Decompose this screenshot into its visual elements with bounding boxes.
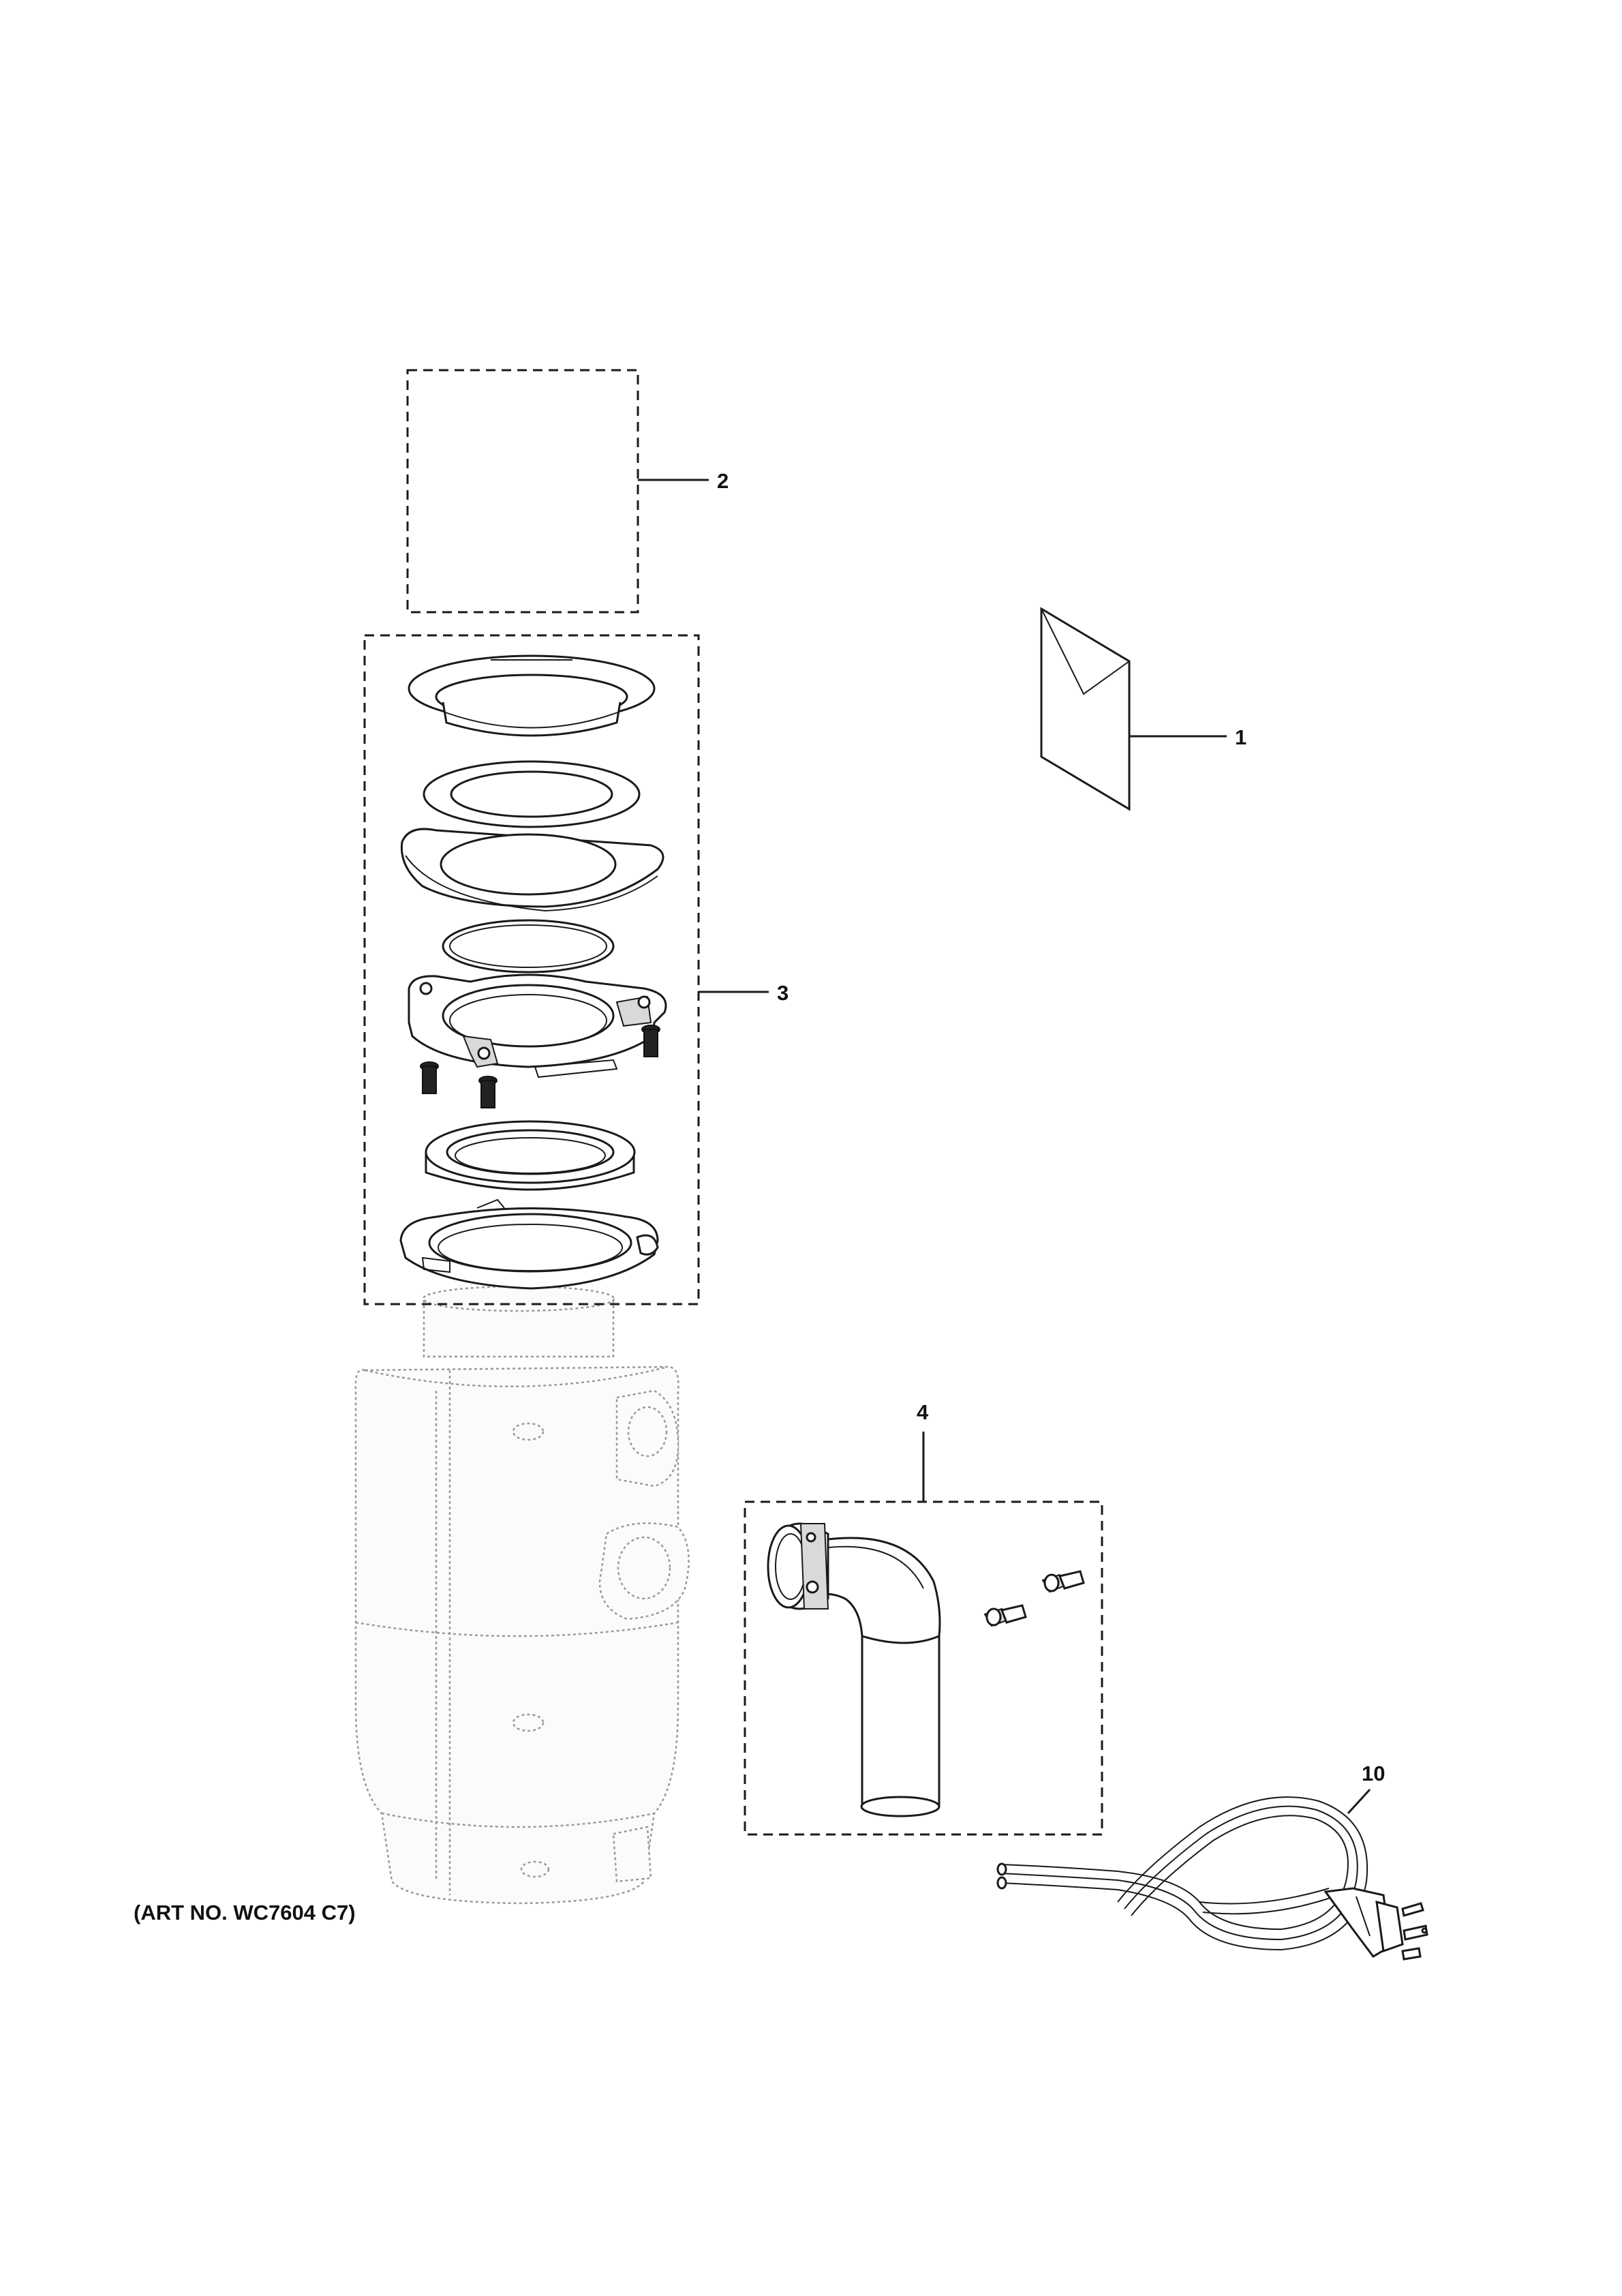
item-2-callout: 2: [717, 469, 729, 493]
item-2-group: 2: [406, 369, 729, 614]
elbow-bolt-upper: [1041, 1570, 1085, 1593]
mounting-screws-icon: [420, 1025, 660, 1108]
item-10-callout: 10: [1362, 1762, 1385, 1785]
item-1-group: 1: [1040, 607, 1246, 811]
elbow-bolts-icon: [983, 1570, 1085, 1627]
item-4-callout: 4: [917, 1400, 929, 1424]
item-3-group: 3: [363, 634, 789, 1305]
cushion-mount-icon: [425, 1120, 636, 1191]
lower-mounting-ring-icon: [399, 1198, 659, 1290]
item-10-leader: [1347, 1788, 1371, 1815]
sink-flange-icon: [408, 654, 656, 737]
snap-ring-icon: [442, 919, 615, 973]
fiber-gasket-icon: [423, 760, 641, 828]
mounting-screw-left: [420, 1061, 439, 1094]
backup-ring-icon: [400, 828, 664, 912]
discharge-elbow-icon: [767, 1522, 941, 1817]
mounting-screw-right: [641, 1025, 660, 1057]
item-10-group: 10: [996, 1762, 1428, 1961]
disposer-body-ghost: [354, 1285, 690, 1905]
item-1-callout: 1: [1235, 725, 1246, 749]
item-3-box: [363, 634, 700, 1305]
item-2-box: [406, 369, 639, 614]
instruction-booklet-icon: [1040, 607, 1131, 811]
mounting-screw-center: [478, 1076, 498, 1108]
item-3-callout: 3: [777, 981, 789, 1005]
item-4-group: 4: [744, 1400, 1103, 1836]
power-cord-icon: [996, 1796, 1428, 1961]
art-number-label: (ART NO. WC7604 C7): [134, 1901, 356, 1924]
elbow-bolt-lower: [983, 1604, 1027, 1627]
mounting-ring-icon: [408, 973, 667, 1078]
